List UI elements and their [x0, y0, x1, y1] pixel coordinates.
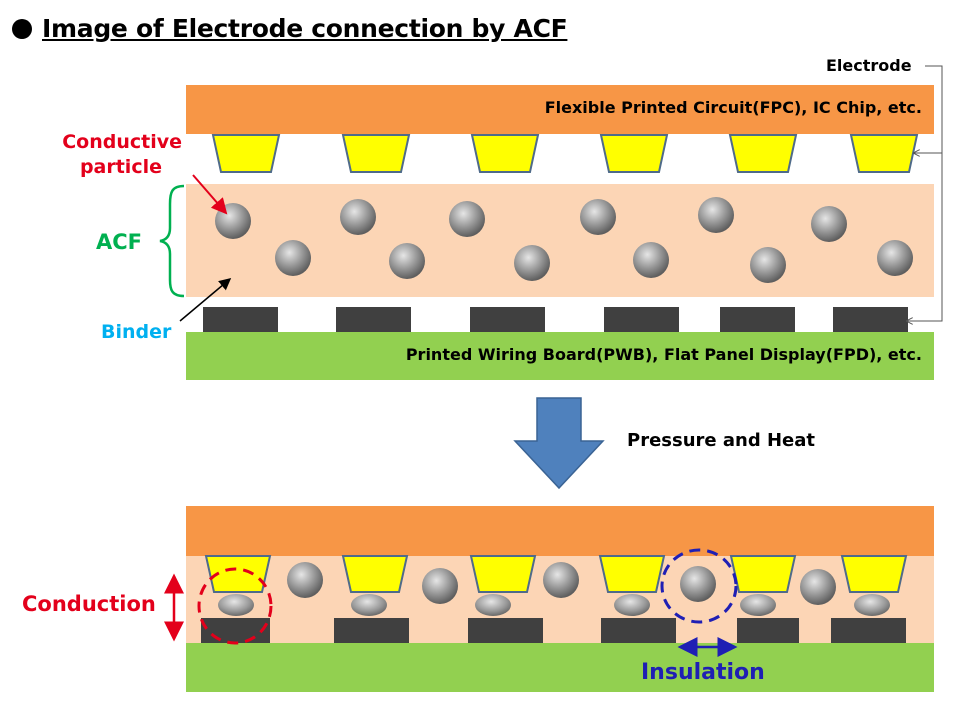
conductive-particle — [580, 199, 616, 235]
conductive-particle-label-line1: Conductive — [62, 131, 182, 153]
electrode-top — [598, 555, 666, 593]
acf-label: ACF — [96, 230, 143, 254]
trapped-particles — [218, 594, 890, 616]
free-particles — [287, 562, 836, 605]
electrode-top — [849, 134, 919, 173]
bottom-electrodes-upper — [203, 307, 908, 332]
pwb-label: Printed Wiring Board(PWB), Flat Panel Di… — [405, 345, 922, 364]
conductive-particle — [389, 243, 425, 279]
electrode-bottom — [720, 307, 795, 332]
electrode-top — [840, 555, 908, 593]
electrode-label: Electrode — [826, 56, 912, 75]
pwb-layer-compressed — [186, 643, 934, 692]
conductive-particle-pointer — [192, 174, 228, 215]
conductive-particle — [811, 206, 847, 242]
conductive-particle — [800, 569, 836, 605]
electrode-top — [729, 555, 797, 593]
electrode-top — [728, 134, 798, 173]
electrode-bottom — [737, 618, 799, 643]
flattened-particle — [854, 594, 890, 616]
conductive-particle — [449, 201, 485, 237]
conductive-particle-label-line2: particle — [79, 156, 162, 178]
conductive-particle — [680, 566, 716, 602]
flattened-particle — [614, 594, 650, 616]
page-title-text: Image of Electrode connection by ACF — [42, 14, 568, 43]
insulation-label: Insulation — [641, 660, 765, 685]
acf-layer — [186, 184, 934, 297]
flattened-particle — [740, 594, 776, 616]
conductive-particle — [633, 242, 669, 278]
conductive-particle — [422, 568, 458, 604]
acf-brace-icon — [159, 184, 185, 298]
conductive-particle — [543, 562, 579, 598]
electrode-top — [341, 555, 409, 593]
flattened-particle — [351, 594, 387, 616]
electrode-bottom — [334, 618, 409, 643]
electrode-top — [470, 134, 540, 173]
conductive-particle — [698, 197, 734, 233]
binder-pointer — [179, 278, 232, 322]
pwb-layer — [186, 332, 934, 380]
conductive-particle — [514, 245, 550, 281]
flattened-particle — [475, 594, 511, 616]
flattened-particle — [218, 594, 254, 616]
electrode-bottom — [470, 307, 545, 332]
insulation-marker-circle — [660, 548, 738, 624]
page-title: Image of Electrode connection by ACF — [12, 14, 568, 43]
conductive-particle — [287, 562, 323, 598]
electrode-bottom — [833, 307, 908, 332]
bottom-electrodes-lower — [201, 618, 906, 643]
electrode-top — [211, 134, 281, 173]
conductive-particle — [877, 240, 913, 276]
conductive-particles-top — [215, 197, 913, 283]
electrode-bottom — [203, 307, 278, 332]
bullet-icon — [12, 19, 32, 39]
fpc-layer-compressed — [186, 506, 934, 556]
electrode-bottom — [601, 618, 676, 643]
fpc-layer — [186, 85, 934, 134]
process-label: Pressure and Heat — [627, 430, 816, 451]
conduction-label: Conduction — [22, 592, 156, 616]
electrode-bottom — [468, 618, 543, 643]
conduction-marker-circle — [197, 567, 273, 645]
electrode-bottom — [336, 307, 411, 332]
conductive-particle — [275, 240, 311, 276]
conductive-particle — [340, 199, 376, 235]
electrode-bottom — [201, 618, 270, 643]
conductive-particle — [215, 203, 251, 239]
conductive-particle — [750, 247, 786, 283]
electrode-bottom — [604, 307, 679, 332]
top-electrodes-upper — [211, 134, 919, 173]
electrode-leader-line — [907, 65, 943, 321]
electrode-top — [469, 555, 537, 593]
fpc-label: Flexible Printed Circuit(FPC), IC Chip, … — [544, 98, 922, 117]
conductive-particle-label: Conductive particle — [52, 130, 182, 180]
electrode-top — [599, 134, 669, 173]
electrode-top — [341, 134, 411, 173]
top-electrodes-lower — [204, 555, 908, 593]
electrode-bottom — [831, 618, 906, 643]
binder-label: Binder — [101, 321, 172, 343]
down-arrow-icon — [513, 397, 605, 490]
